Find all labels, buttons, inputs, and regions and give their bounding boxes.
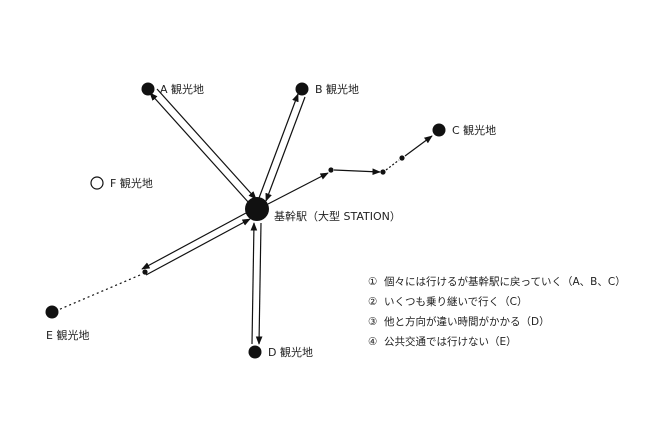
node-f [90, 176, 104, 190]
transfer-point [399, 155, 405, 161]
hub-station [245, 197, 269, 221]
route-hub-a [149, 88, 257, 204]
label-hub: 基幹駅（大型 STATION） [274, 209, 401, 223]
label-c: C 観光地 [452, 123, 496, 137]
legend-number: ② [368, 296, 378, 308]
transfer-point [142, 269, 148, 275]
label-f: F 観光地 [110, 176, 153, 190]
route-hub-e [57, 212, 251, 311]
route-hub-d [250, 222, 263, 345]
route-hub-b [258, 93, 306, 202]
node-b [295, 82, 309, 96]
label-d: D 観光地 [268, 345, 313, 359]
node-d [248, 345, 262, 359]
legend-text: いくつも乗り継いで行く（C） [384, 296, 528, 308]
route-hub-c [267, 135, 433, 205]
legend-item: ② いくつも乗り継いで行く（C） [368, 292, 626, 312]
label-b: B 観光地 [315, 82, 359, 96]
legend-item: ③ 他と方向が違い時間がかかる（D） [368, 312, 626, 332]
legend-number: ① [368, 276, 378, 288]
label-e: E 観光地 [46, 328, 89, 342]
legend-text: 公共交通では行けない（E） [384, 336, 517, 348]
legend-item: ① 個々には行けるが基幹駅に戻っていく（A、B、C） [368, 272, 626, 292]
transfer-point [380, 169, 386, 175]
legend-text: 他と方向が違い時間がかかる（D） [384, 316, 550, 328]
node-e [45, 305, 59, 319]
label-a: A 観光地 [160, 82, 204, 96]
legend-number: ④ [368, 336, 378, 348]
transfer-point [328, 167, 334, 173]
legend-item: ④ 公共交通では行けない（E） [368, 332, 626, 352]
node-c [432, 123, 446, 137]
node-a [141, 82, 155, 96]
legend-number: ③ [368, 316, 378, 328]
legend: ① 個々には行けるが基幹駅に戻っていく（A、B、C） ② いくつも乗り継いで行く（C… [368, 272, 626, 352]
legend-text: 個々には行けるが基幹駅に戻っていく（A、B、C） [384, 276, 626, 288]
